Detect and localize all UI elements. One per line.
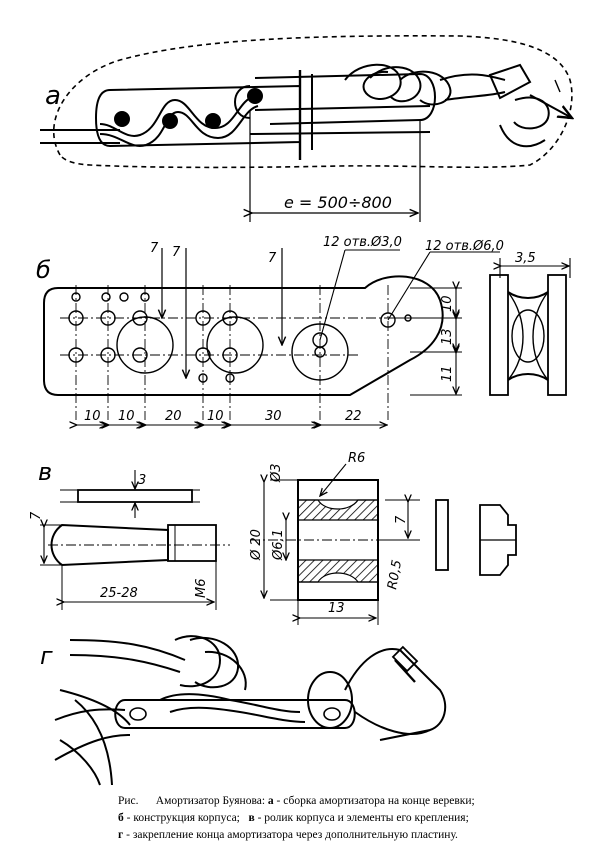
caption-key-v: в	[248, 812, 255, 824]
panel-b-dim-11-right: 11	[440, 365, 455, 382]
panel-a-dimension: е = 500÷800	[284, 193, 392, 212]
panel-b-bottom-dim: 20	[165, 409, 182, 424]
panel-b: б	[36, 235, 571, 425]
panel-g-letter: г	[40, 642, 53, 670]
panel-a-dashed-outline	[52, 35, 573, 169]
panel-a-body	[94, 84, 301, 148]
figure-caption: Рис. Амортизатор Буянова: а - сборка амо…	[118, 793, 588, 844]
panel-v-dim-r05: R0,5	[385, 559, 405, 591]
panel-b-dim-10-right: 10	[440, 295, 455, 312]
panel-a-letter: а	[45, 81, 61, 111]
panel-v-dim-r6: R6	[348, 451, 365, 466]
panel-b-holes-large: 12 отв.Ø6,0	[425, 239, 504, 254]
panel-g-carabiner	[344, 648, 447, 741]
panel-g: г	[40, 635, 447, 786]
panel-v-screw	[50, 523, 169, 567]
panel-b-bottom-dim: 30	[265, 409, 282, 424]
panel-v-letter: в	[38, 458, 52, 486]
panel-b-dim-7b: 7	[172, 245, 181, 260]
caption-key-a: а	[267, 795, 274, 807]
panel-b-dim-7a: 7	[150, 241, 159, 256]
panel-v-dim-25-28: 25-28	[100, 586, 138, 601]
panel-b-dim-7c: 7	[268, 251, 277, 266]
caption-key-b: б	[118, 812, 124, 824]
panel-v-dim-3: 3	[138, 473, 146, 488]
panel-b-bottom-dim: 22	[345, 409, 362, 424]
panel-b-dim-13-right: 13	[440, 328, 455, 345]
caption-line-3: г - закрепление конца амортизатора через…	[118, 827, 588, 844]
caption-line-1: Рис. Амортизатор Буянова: а - сборка амо…	[118, 793, 588, 810]
panel-b-dim-3-5: 3,5	[515, 251, 536, 266]
panel-a: а	[40, 35, 573, 222]
panel-v-dim-d3: Ø3	[269, 463, 284, 483]
caption-text-g: - закрепление конца амортизатора через д…	[126, 829, 458, 841]
panel-b-bottom-dim: 10	[207, 409, 224, 424]
caption-key-g: г	[118, 829, 124, 841]
panel-b-plate	[43, 275, 444, 396]
panel-v-dim-7-left: 7	[29, 511, 44, 520]
panel-b-letter: б	[36, 256, 51, 284]
panel-b-bottom-dim: 10	[118, 409, 135, 424]
technical-drawing: а	[29, 35, 600, 786]
panel-v: в 3 7 25-28 M6 Ø3 R6 Ø 20 Ø6	[29, 451, 517, 625]
panel-v-dim-13: 13	[328, 601, 345, 616]
caption-prefix: Рис.	[118, 795, 139, 807]
panel-v-dim-m6: M6	[194, 579, 209, 599]
panel-v-dim-7-right: 7	[394, 515, 409, 524]
panel-b-bottom-dim: 10	[84, 409, 101, 424]
caption-text-v: - ролик корпуса и элементы его крепления…	[257, 812, 469, 824]
panel-v-dim-d20: Ø 20	[249, 529, 264, 561]
caption-text-b: - конструкция корпуса;	[126, 812, 240, 824]
panel-b-holes-small: 12 отв.Ø3,0	[323, 235, 402, 250]
caption-text-a: - сборка амортизатора на конце веревки;	[276, 795, 475, 807]
caption-line-2: б - конструкция корпуса; в - ролик корпу…	[118, 810, 588, 827]
caption-title: Амортизатор Буянова:	[155, 795, 266, 807]
panel-v-dim-d61: Ø6,1	[271, 529, 286, 561]
